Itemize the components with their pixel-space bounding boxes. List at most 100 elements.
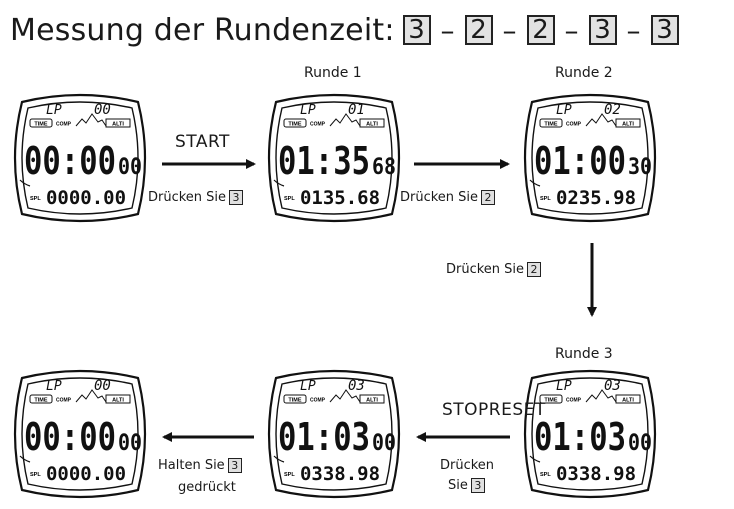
- mountain-icon: [75, 113, 107, 127]
- divider-mark: [19, 179, 31, 187]
- split-time: 0338.98: [556, 463, 636, 485]
- alti-label: ALTI: [366, 122, 378, 128]
- alti-label-box: [359, 394, 385, 404]
- alti-label-box: [105, 394, 131, 404]
- spl-label: SPL: [284, 196, 295, 202]
- watch-screen: [531, 101, 649, 215]
- hold-text: Halten Sie: [158, 458, 225, 473]
- hundredths: 68: [372, 155, 396, 180]
- mountain-icon: [75, 389, 107, 403]
- label-press-2: Drücken Sie 2: [400, 190, 496, 205]
- sequence-separator: –: [502, 13, 517, 47]
- watch-screen: [275, 377, 393, 491]
- lp-indicator: LP: [300, 379, 316, 394]
- lap-number: 00: [94, 102, 111, 118]
- comp-label: COMP: [56, 398, 72, 404]
- comp-label: COMP: [56, 122, 72, 128]
- lap-number: 03: [604, 378, 621, 394]
- mountain-icon: [585, 389, 617, 403]
- time-label: TIME: [34, 398, 47, 404]
- watch-screen: [21, 377, 139, 491]
- watch-screen: [275, 101, 393, 215]
- divider-mark: [273, 179, 285, 187]
- split-time: 0000.00: [46, 187, 126, 209]
- comp-label: COMP: [310, 122, 326, 128]
- time-label: TIME: [544, 122, 557, 128]
- mountain-icon: [329, 113, 361, 127]
- label-press-3: Drücken Sie 2: [446, 262, 542, 277]
- comp-label: COMP: [310, 398, 326, 404]
- alti-label-box: [359, 118, 385, 128]
- time-label-box: [283, 394, 307, 404]
- hundredths: 00: [118, 431, 142, 456]
- sequence-key-1: 3: [402, 15, 431, 45]
- press-text: Drücken Sie: [400, 190, 479, 205]
- main-time: 01:03: [278, 415, 370, 459]
- label-press-4-line1: Drücken: [440, 458, 494, 473]
- sequence-key-4: 3: [588, 15, 617, 45]
- lp-indicator: LP: [556, 103, 572, 118]
- watch-screen: [531, 377, 649, 491]
- lp-indicator: LP: [46, 103, 62, 118]
- split-time: 0135.68: [300, 187, 380, 209]
- divider-mark: [529, 455, 541, 463]
- main-time: 01:03: [534, 415, 626, 459]
- alti-label-box: [105, 118, 131, 128]
- press-text: Drücken Sie: [446, 262, 525, 277]
- comp-label: COMP: [566, 122, 582, 128]
- comp-label: COMP: [566, 398, 582, 404]
- label-hold-line2: gedrückt: [178, 480, 236, 495]
- spl-label: SPL: [30, 196, 41, 202]
- hold-text: gedrückt: [178, 480, 236, 495]
- sequence-key-3: 2: [526, 15, 555, 45]
- alti-label: ALTI: [366, 398, 378, 404]
- press-text: Drücken: [440, 458, 495, 473]
- label-press-1: Drücken Sie 3: [148, 190, 244, 205]
- caption-lap-2: Runde 2: [555, 65, 613, 81]
- lp-indicator: LP: [556, 379, 572, 394]
- main-time: 00:00: [24, 415, 116, 459]
- alti-label: ALTI: [112, 398, 124, 404]
- time-label-box: [283, 118, 307, 128]
- key-badge-2: 2: [527, 262, 542, 277]
- lap-number: 03: [348, 378, 365, 394]
- time-label-box: [539, 394, 563, 404]
- key-badge-3: 3: [227, 458, 242, 473]
- time-label-box: [29, 118, 53, 128]
- alti-label-box: [615, 394, 641, 404]
- spl-label: SPL: [540, 196, 551, 202]
- alti-label-box: [615, 118, 641, 128]
- lap-number: 01: [348, 102, 365, 118]
- sequence-separator: –: [440, 13, 455, 47]
- spl-label: SPL: [284, 472, 295, 478]
- sequence-separator: –: [626, 13, 641, 47]
- main-time: 00:00: [24, 139, 116, 183]
- main-time: 01:00: [534, 139, 626, 183]
- watch-screen: [21, 101, 139, 215]
- label-start: START: [175, 132, 230, 152]
- hundredths: 00: [372, 431, 396, 456]
- alti-label: ALTI: [622, 122, 634, 128]
- title-text: Messung der Rundenzeit:: [10, 12, 395, 48]
- sequence-key-2: 2: [464, 15, 493, 45]
- diagram-title: Messung der Rundenzeit: 3 – 2 – 2 – 3 – …: [10, 10, 679, 50]
- time-label: TIME: [544, 398, 557, 404]
- hundredths: 00: [628, 431, 652, 456]
- split-time: 0338.98: [300, 463, 380, 485]
- divider-mark: [19, 455, 31, 463]
- lp-indicator: LP: [300, 103, 316, 118]
- time-label-box: [29, 394, 53, 404]
- hundredths: 00: [118, 155, 142, 180]
